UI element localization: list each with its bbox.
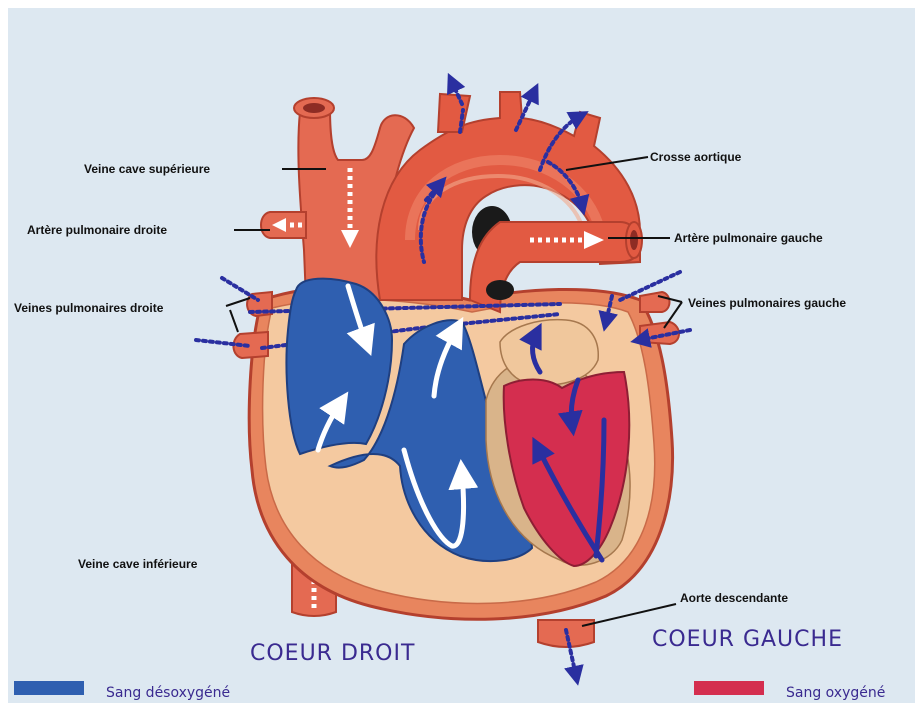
title-left-heart: COEUR GAUCHE — [652, 627, 843, 652]
label-right-pulmonary-artery: Artère pulmonaire droite — [27, 223, 167, 237]
label-superior-vena-cava: Veine cave supérieure — [84, 162, 210, 176]
legend-label-oxygenated: Sang oxygéné — [786, 685, 885, 701]
left-atrium — [500, 320, 598, 385]
title-right-heart: COEUR DROIT — [250, 641, 415, 666]
label-right-pulmonary-veins: Veines pulmonaires droite — [14, 301, 164, 315]
descending-aorta — [538, 620, 594, 676]
legend-swatch-deoxygenated — [14, 681, 84, 695]
rpv-dots-1 — [222, 278, 258, 300]
label-left-pulmonary-veins: Veines pulmonaires gauche — [688, 296, 846, 310]
label-inferior-vena-cava: Veine cave inférieure — [78, 557, 198, 571]
label-left-pulmonary-artery: Artère pulmonaire gauche — [674, 231, 823, 245]
label-descending-aorta: Aorte descendante — [680, 591, 788, 605]
right-pulmonary-artery — [261, 212, 306, 238]
leader-vpd-2 — [230, 310, 238, 332]
leader-aorte — [582, 604, 676, 626]
legend-swatch-oxygenated — [694, 681, 764, 695]
legend: Sang désoxygéné Sang oxygéné — [14, 681, 885, 701]
legend-label-deoxygenated: Sang désoxygéné — [106, 685, 230, 701]
label-aortic-arch: Crosse aortique — [650, 150, 742, 164]
